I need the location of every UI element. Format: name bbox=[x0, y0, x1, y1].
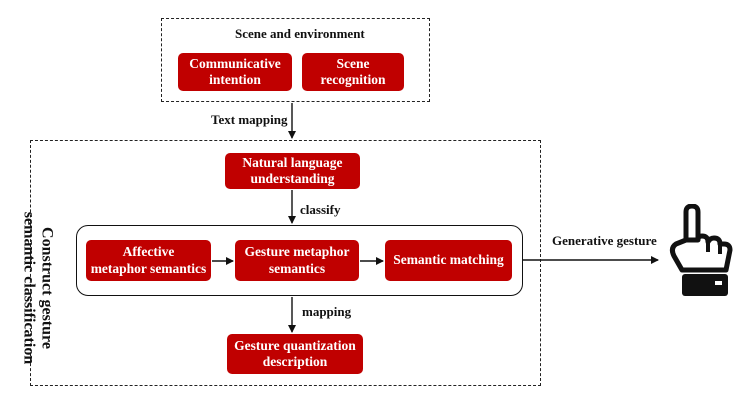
construct-group bbox=[30, 140, 541, 386]
gesture-metaphor-line1: Gesture metaphor bbox=[244, 244, 350, 260]
scene-environment-title: Scene and environment bbox=[235, 26, 365, 41]
scene-recognition-box: Scene recognition bbox=[302, 53, 404, 91]
communicative-intention-box: Communicative intention bbox=[178, 53, 292, 91]
semantics-group bbox=[76, 225, 523, 296]
quantization-box: Gesture quantization description bbox=[227, 334, 363, 374]
quantization-line1: Gesture quantization bbox=[234, 337, 356, 353]
affective-line1: Affective bbox=[122, 244, 175, 260]
nlu-line2: understanding bbox=[250, 171, 335, 186]
semantic-matching-box: Semantic matching bbox=[385, 240, 512, 281]
nlu-box: Natural language understanding bbox=[225, 153, 360, 189]
communicative-intention-line2: intention bbox=[209, 72, 261, 87]
text-mapping-label: Text mapping bbox=[211, 112, 288, 127]
nlu-line1: Natural language bbox=[242, 154, 343, 170]
gesture-metaphor-line2: semantics bbox=[268, 260, 326, 276]
quantization-line2: description bbox=[262, 354, 328, 369]
gesture-metaphor-box: Gesture metaphor semantics bbox=[235, 240, 359, 281]
pointing-hand-icon bbox=[669, 204, 733, 296]
mapping-label: mapping bbox=[302, 304, 352, 319]
affective-line2: metaphor semantics bbox=[90, 260, 207, 276]
scene-recognition-line2: recognition bbox=[320, 72, 386, 87]
generative-gesture-label: Generative gesture bbox=[552, 233, 657, 248]
affective-metaphor-box: Affective metaphor semantics bbox=[86, 240, 211, 281]
semantic-matching-label: Semantic matching bbox=[393, 252, 504, 268]
scene-recognition-line1: Scene bbox=[336, 55, 370, 71]
classify-label: classify bbox=[300, 202, 341, 217]
communicative-intention-line1: Communicative bbox=[189, 55, 281, 71]
scene-environment-group bbox=[161, 18, 430, 102]
